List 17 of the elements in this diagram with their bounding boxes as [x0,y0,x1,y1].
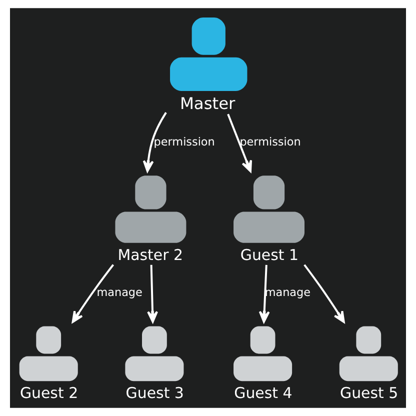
node-label: Guest 4 [234,384,292,402]
arrow [142,112,167,172]
arrow [147,264,158,323]
edge-label: manage [96,286,142,300]
edge-label: permission [240,135,301,148]
node-label: Guest 5 [340,384,398,402]
arrow [304,264,345,323]
node-label: Guest 3 [126,384,184,402]
arrow [227,114,252,172]
node-label: Master 2 [118,246,183,264]
node-label: Guest 1 [240,246,298,264]
edge-label: manage [264,286,311,300]
node-label: Master [180,94,236,113]
arrow [72,264,114,323]
node-label: Guest 2 [20,384,78,402]
edge-label: permission [154,135,215,148]
arrow [258,264,270,323]
